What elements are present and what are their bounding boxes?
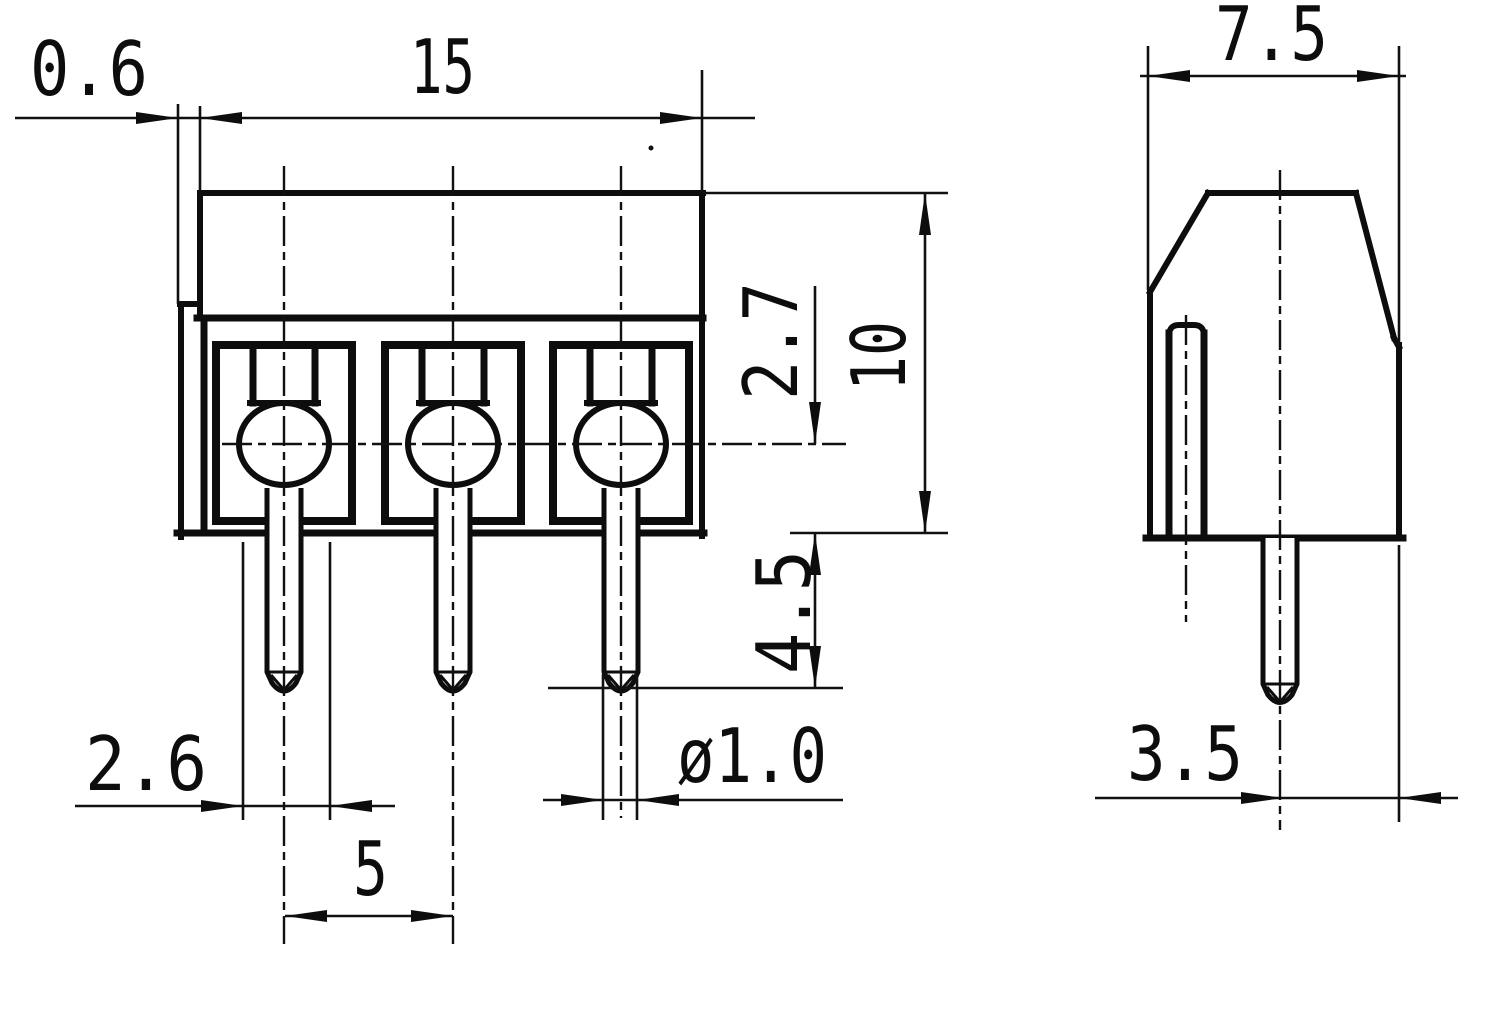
arrowhead bbox=[561, 794, 603, 806]
scan-speck bbox=[648, 145, 654, 151]
arrowhead bbox=[1241, 792, 1283, 804]
arrowhead bbox=[330, 800, 372, 812]
dim-label-screw-axis: 2.7 bbox=[727, 282, 815, 400]
dim-clamp-width: 2.6 bbox=[75, 542, 395, 820]
arrowhead bbox=[136, 112, 178, 124]
dim-label-step: 0.6 bbox=[30, 25, 148, 113]
arrowhead bbox=[637, 794, 679, 806]
arrowhead bbox=[809, 646, 821, 688]
dim-label-width: 15 bbox=[410, 23, 475, 111]
dim-label-body-depth: 7.5 bbox=[1215, 0, 1328, 78]
arrowhead bbox=[919, 193, 931, 235]
arrowhead bbox=[809, 402, 821, 444]
arrowhead bbox=[285, 910, 327, 922]
dim-label-pin-length: 4.5 bbox=[740, 550, 828, 674]
arrowhead bbox=[809, 533, 821, 575]
arrowhead bbox=[660, 112, 702, 124]
dim-pin-pitch: 5 bbox=[285, 825, 453, 922]
side-view: 7.5 3.5 bbox=[1095, 0, 1458, 830]
dim-body-depth: 7.5 bbox=[1140, 0, 1406, 345]
front-centerlines bbox=[222, 166, 846, 944]
arrowhead bbox=[1357, 70, 1399, 82]
arrowhead bbox=[201, 800, 243, 812]
arrowhead bbox=[411, 910, 453, 922]
dim-pin-offset: 3.5 bbox=[1095, 545, 1458, 822]
arrowhead bbox=[200, 112, 242, 124]
dim-pin-length: 4.5 bbox=[548, 533, 843, 690]
dim-label-body-height: 10 bbox=[835, 321, 923, 391]
dim-label-pin-diameter: ø1.0 bbox=[677, 712, 827, 800]
dim-top-width: 0.6 15 bbox=[15, 23, 755, 304]
side-body-outline bbox=[1142, 188, 1407, 542]
dim-label-clamp-width: 2.6 bbox=[85, 720, 207, 808]
dim-pin-diameter: ø1.0 bbox=[543, 674, 843, 820]
arrowhead bbox=[1148, 70, 1190, 82]
arrowhead bbox=[919, 491, 931, 533]
dim-label-pin-offset: 3.5 bbox=[1127, 710, 1243, 798]
dim-body-height: 10 bbox=[703, 191, 948, 535]
dim-screw-axis: 2.7 bbox=[727, 282, 821, 444]
dim-label-pin-pitch: 5 bbox=[353, 825, 388, 913]
arrowhead bbox=[1399, 792, 1441, 804]
wire-slot bbox=[1165, 315, 1208, 622]
front-view: 0.6 15 2.7 10 4.5 bbox=[15, 23, 948, 944]
